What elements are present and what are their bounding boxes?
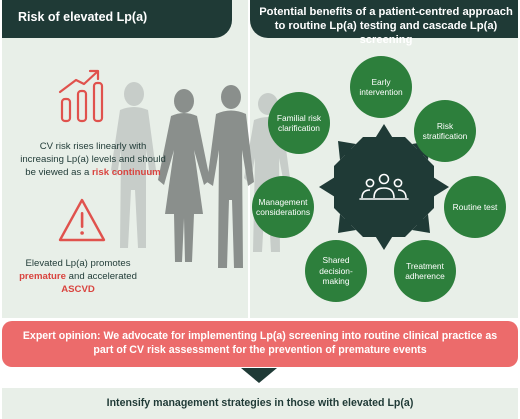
expert-opinion-banner: Expert opinion: We advocate for implemen… — [2, 321, 518, 367]
node-familial-risk-clarification: Familial risk clarification — [268, 92, 330, 154]
management-strategies-banner: Intensify management strategies in those… — [2, 388, 518, 419]
node-shared-decision-making: Shared decision-making — [305, 240, 367, 302]
premature-highlight: premature — [19, 271, 66, 282]
right-panel-title: Potential benefits of a patient-centred … — [250, 0, 518, 46]
node-risk-stratification: Risk stratification — [414, 100, 476, 162]
risk-continuum-text-a: CV risk rises linearly with increasing L… — [20, 141, 166, 178]
node-early-intervention: Early intervention — [350, 56, 412, 118]
risk-continuum-highlight: risk continuum — [91, 167, 161, 178]
risk-continuum-text: CV risk rises linearly with increasing L… — [18, 140, 168, 179]
left-panel-title: Risk of elevated Lp(a) — [2, 0, 232, 38]
ascvd-text-c: and accelerated — [65, 271, 137, 282]
node-treatment-adherence: Treatment adherence — [394, 240, 456, 302]
node-management-considerations: Management considerations — [252, 176, 314, 238]
node-routine-test: Routine test — [444, 176, 506, 238]
ascvd-text-a: Elevated Lp(a) promotes — [25, 258, 131, 269]
ascvd-highlight: ASCVD — [61, 284, 95, 295]
down-arrow-icon — [241, 368, 277, 383]
ascvd-text: Elevated Lp(a) promotes premature and ac… — [18, 257, 138, 296]
right-panel — [250, 0, 518, 318]
